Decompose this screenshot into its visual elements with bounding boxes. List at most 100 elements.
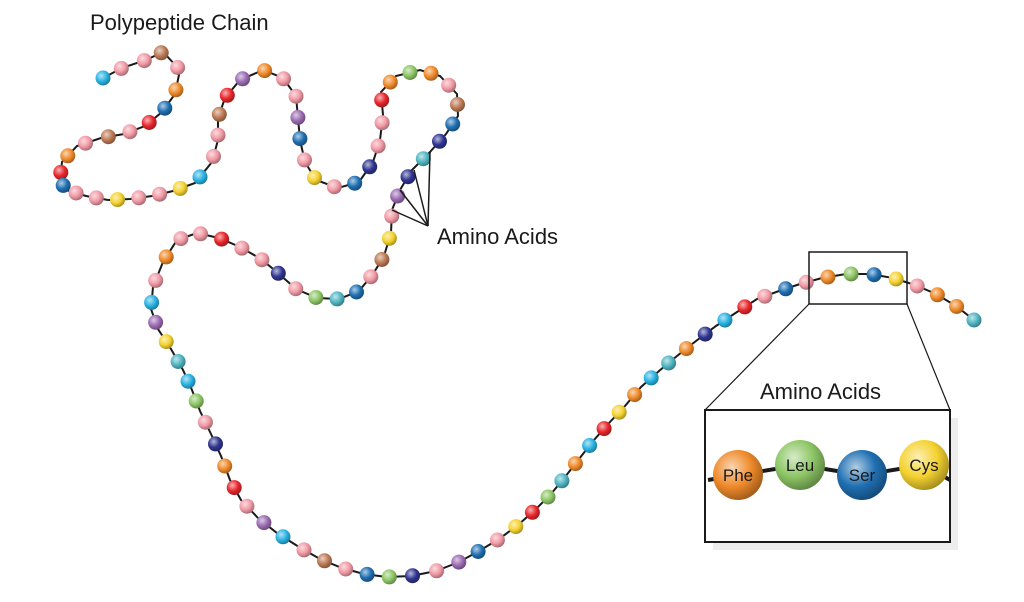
amino-acid-bead — [349, 284, 364, 300]
amino-acid-bead — [400, 169, 416, 185]
amino-acid-bead — [423, 65, 439, 81]
amino-acid-bead — [288, 88, 304, 104]
amino-acid-bead — [643, 370, 659, 386]
amino-acid-bead — [363, 269, 379, 285]
amino-acid-bead — [113, 60, 129, 76]
amino-acid-bead — [141, 115, 157, 130]
amino-acid-bead — [276, 71, 292, 87]
polypeptide-chain — [53, 45, 982, 585]
amino-acid-bead — [949, 299, 965, 314]
amino-acid-bead — [757, 288, 773, 304]
amino-acid-bead — [158, 249, 174, 265]
amino-acid-bead — [470, 544, 486, 559]
amino-acid-bead — [60, 148, 76, 164]
amino-acid-bead — [402, 65, 418, 80]
amino-acid-bead — [122, 124, 138, 140]
diagram-title: Polypeptide Chain — [90, 10, 269, 35]
amino-acid-bead — [53, 164, 69, 180]
amino-acid-bead — [256, 515, 272, 531]
amino-acid-bead — [95, 70, 111, 86]
amino-acid-bead — [326, 179, 342, 195]
amino-acid-bead — [170, 60, 186, 75]
amino-acid-bead — [450, 97, 465, 112]
amino-acid-bead — [153, 45, 169, 61]
amino-acid-bead — [234, 240, 250, 256]
amino-acid-bead — [296, 542, 312, 558]
amino-acid-bead — [170, 354, 186, 369]
amino-acid-bead — [226, 480, 242, 496]
inset-bead-label: Cys — [909, 456, 938, 475]
amino-acid-bead — [214, 231, 230, 247]
amino-acid-bead — [384, 208, 400, 224]
amino-acid-bead — [172, 180, 188, 196]
amino-acid-bead — [157, 100, 173, 116]
amino-acid-bead — [798, 274, 814, 290]
amino-acid-bead — [275, 529, 291, 545]
amino-acid-bead — [359, 566, 375, 582]
amino-acid-bead — [270, 265, 286, 281]
amino-acid-bead — [370, 138, 386, 154]
amino-acid-bead — [158, 334, 174, 350]
amino-acid-bead — [554, 473, 570, 489]
amino-acid-bead — [432, 133, 447, 149]
amino-acid-bead — [909, 278, 925, 294]
inset-bead-ser: Ser — [837, 450, 887, 500]
amino-acid-bead — [390, 188, 406, 204]
amino-acid-bead — [717, 312, 733, 328]
amino-acid-bead — [254, 252, 270, 268]
amino-acid-bead — [567, 456, 583, 472]
amino-acid-bead — [188, 393, 204, 409]
amino-acid-bead — [144, 294, 160, 310]
amino-acid-bead — [78, 135, 93, 151]
amino-acid-bead — [820, 269, 836, 285]
amino-acid-bead — [524, 504, 540, 520]
zoom-line-right — [906, 303, 951, 411]
amino-acid-bead — [239, 498, 255, 514]
amino-acid-bead — [219, 87, 235, 103]
amino-acid-bead — [136, 53, 152, 69]
amino-acid-bead — [697, 326, 713, 342]
amino-acid-bead — [168, 82, 184, 98]
inset-bead-circle — [775, 440, 825, 490]
amino-acid-bead — [381, 569, 397, 585]
amino-acid-bead — [88, 190, 104, 206]
amino-acid-bead — [208, 436, 223, 452]
amino-acid-bead — [445, 116, 461, 132]
amino-acid-bead — [966, 312, 982, 328]
inset-bead-circle — [837, 450, 887, 500]
amino-acid-bead — [429, 563, 445, 579]
amino-acid-bead — [148, 314, 164, 330]
amino-acid-bead — [290, 109, 306, 125]
amino-acid-bead — [540, 489, 556, 505]
amino-acid-bead — [131, 190, 147, 206]
zoom-line-left — [704, 303, 810, 411]
amino-acid-bead — [192, 169, 208, 185]
amino-acid-bead — [210, 127, 226, 143]
inset-bead-label: Leu — [786, 456, 814, 475]
amino-acid-bead — [329, 291, 345, 307]
amino-acid-bead — [307, 170, 322, 186]
amino-acid-bead — [173, 231, 189, 247]
amino-acid-bead — [415, 151, 431, 167]
amino-acid-bead — [866, 267, 882, 283]
amino-acid-bead — [148, 272, 164, 288]
zoom-indicator — [704, 251, 951, 411]
amino-acid-bead — [197, 414, 213, 430]
inset-bead-circle — [713, 450, 763, 500]
amino-acid-bead — [381, 230, 397, 246]
amino-acid-bead — [68, 185, 84, 201]
amino-acid-bead — [582, 438, 598, 453]
amino-acid-bead — [929, 287, 945, 303]
amino-acid-bead — [347, 175, 363, 191]
inset-bead-label: Phe — [723, 466, 753, 485]
amino-acid-bead — [292, 131, 308, 147]
amino-acid-bead — [451, 554, 467, 570]
amino-acid-bead — [405, 568, 420, 584]
amino-acid-bead — [611, 404, 627, 420]
amino-acid-bead — [206, 148, 221, 164]
callout-lines — [391, 151, 431, 227]
amino-acid-bead — [441, 77, 457, 93]
amino-acid-bead — [888, 271, 904, 287]
amino-acid-bead — [737, 299, 753, 315]
